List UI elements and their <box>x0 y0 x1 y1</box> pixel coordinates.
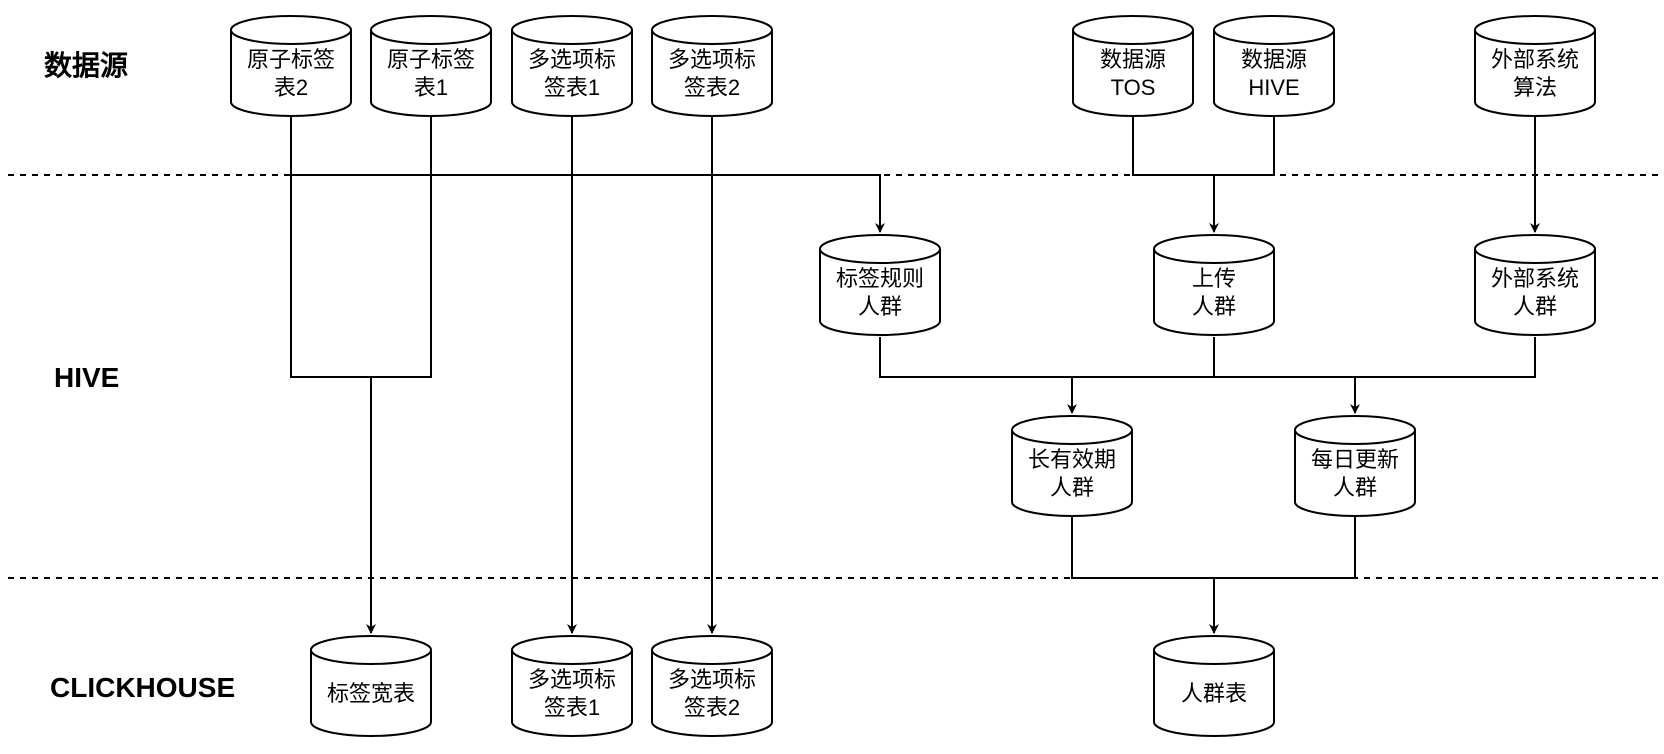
node-label-line: 人群表 <box>1181 681 1247 706</box>
node-label-line: 人群 <box>1333 475 1377 500</box>
node-label-line: 人群 <box>1050 475 1094 500</box>
edge-crowds-merge <box>1071 516 1356 579</box>
edges <box>290 114 1540 634</box>
node-label-line: 签表1 <box>544 75 600 100</box>
edge-tos-hive-merge <box>1132 114 1275 176</box>
node-label-line: 多选项标 <box>528 47 616 72</box>
cylinder-top-rim <box>1011 429 1133 445</box>
layer-label-hive: HIVE <box>54 362 119 393</box>
node-label-line: 签表2 <box>684 75 740 100</box>
node-label-line: 人群 <box>1513 294 1557 319</box>
node-label-line: 每日更新 <box>1311 447 1399 472</box>
cylinder-top-rim <box>651 29 773 45</box>
node-label-line: 数据源 <box>1241 47 1307 72</box>
cylinder-top-rim <box>511 649 633 665</box>
node-label-line: 数据源 <box>1100 47 1166 72</box>
node-label-line: 原子标签 <box>387 47 475 72</box>
cylinder-top-rim <box>370 29 492 45</box>
cylinder-top-rim <box>1474 248 1596 264</box>
node-label-line: 上传 <box>1192 266 1236 291</box>
cylinder-top-rim <box>1153 649 1275 665</box>
node-label-line: 表1 <box>414 75 448 100</box>
edge-crowd-bus <box>879 337 1536 378</box>
cylinder-datasource-hive: 数据源 HIVE <box>1213 15 1335 117</box>
cylinder-top-rim <box>819 248 941 264</box>
cylinder-top-rim <box>310 649 432 665</box>
node-label-line: 外部系统 <box>1491 266 1579 291</box>
node-label-line: 多选项标 <box>528 667 616 692</box>
cylinder-tag-wide-table: 标签宽表 <box>310 635 432 737</box>
cylinder-top-rim <box>511 29 633 45</box>
cylinder-crowd-table: 人群表 <box>1153 635 1275 737</box>
node-label-line: 原子标签 <box>247 47 335 72</box>
cylinder-top-rim <box>1153 248 1275 264</box>
cylinder-top-rim <box>651 649 773 665</box>
node-label-line: 多选项标 <box>668 47 756 72</box>
cylinder-datasource-tos: 数据源 TOS <box>1072 15 1194 117</box>
node-label-line: TOS <box>1111 75 1156 100</box>
cylinder-top-rim <box>1474 29 1596 45</box>
node-label-line: 多选项标 <box>668 667 756 692</box>
cylinder-top-rim <box>1213 29 1335 45</box>
layer-label-datasource: 数据源 <box>44 50 128 81</box>
cylinder-top-rim <box>1294 429 1416 445</box>
cylinder-top-rim <box>1072 29 1194 45</box>
nodes: 原子标签表2原子标签表1多选项标签表1多选项标签表2数据源TOS数据源HIVE外… <box>230 15 1596 737</box>
node-label-line: 外部系统 <box>1491 47 1579 72</box>
node-label-line: 人群 <box>1192 294 1236 319</box>
layer-label-clickhouse: CLICKHOUSE <box>50 672 235 703</box>
node-label-line: 标签规则 <box>836 266 924 291</box>
edge-tag-bus-to-rule-crowd <box>291 174 885 233</box>
cylinder-top-rim <box>230 29 352 45</box>
node-label-line: 算法 <box>1513 75 1557 100</box>
node-label-line: 签表2 <box>684 695 740 720</box>
node-label-line: 标签宽表 <box>327 681 415 706</box>
edge-atom-tag-2 <box>290 114 432 378</box>
node-label-line: 表2 <box>274 75 308 100</box>
node-label-line: 人群 <box>858 294 902 319</box>
node-label-line: 签表1 <box>544 695 600 720</box>
node-label-line: HIVE <box>1248 75 1299 100</box>
node-label-line: 长有效期 <box>1028 447 1116 472</box>
